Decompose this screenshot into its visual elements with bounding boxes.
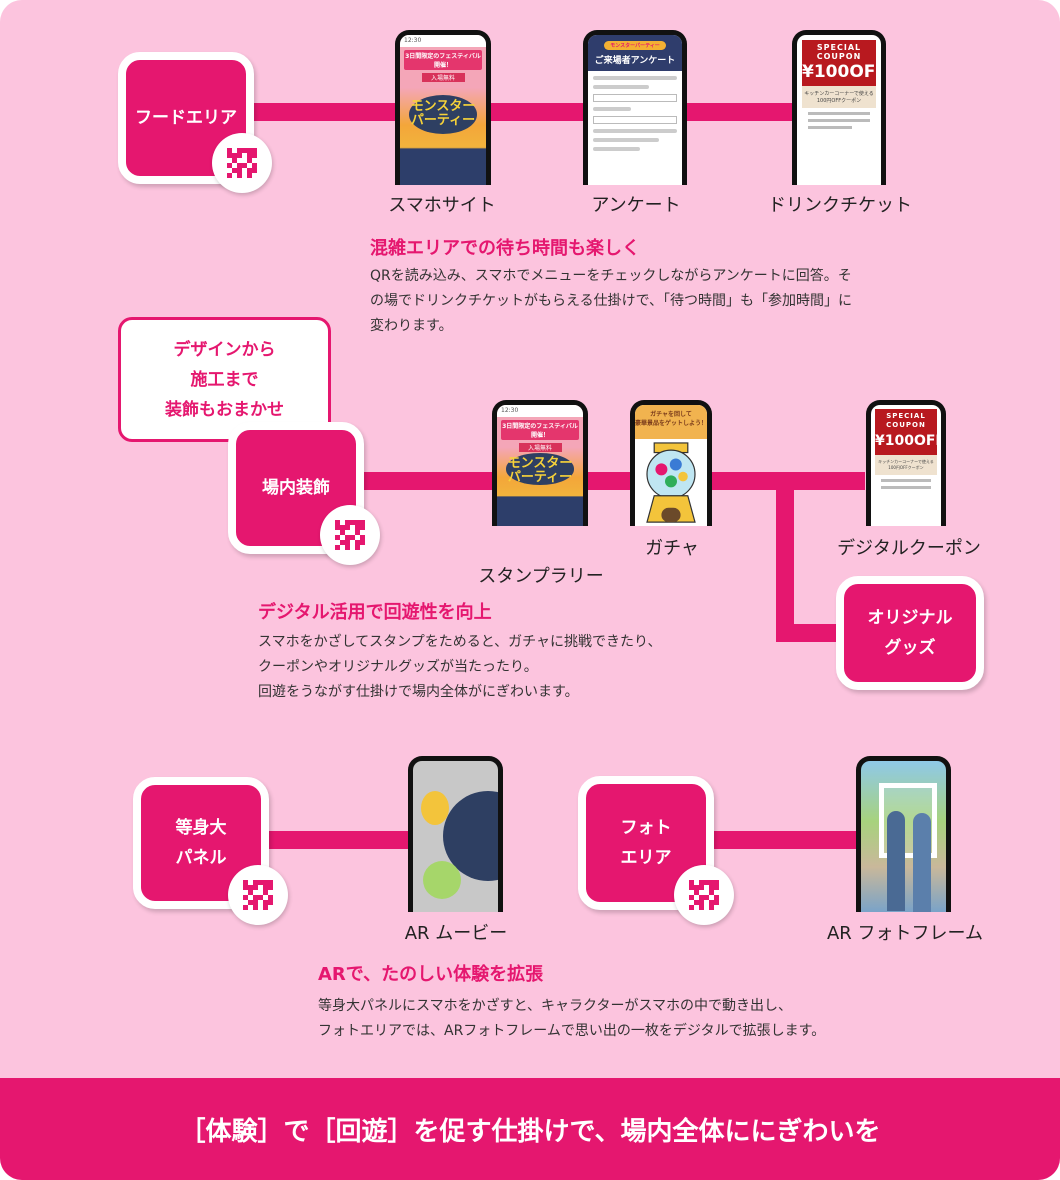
- branch-line: [776, 472, 794, 642]
- connector-line: [260, 831, 412, 849]
- monster-yellow: [421, 791, 449, 825]
- gacha-machine-icon: [646, 442, 696, 523]
- coupon-desc: キッチンカーコーナーで使える 100円OFFクーポン: [802, 86, 876, 108]
- label-ar-movie: AR ムービー: [404, 923, 508, 944]
- section2-text: スマホをかざしてスタンプをためると、ガチャに挑戦できたり、 クーポンやオリジナル…: [258, 634, 662, 700]
- qr-code-icon: [228, 865, 288, 925]
- coupon-special: SPECIAL COUPON: [816, 43, 862, 61]
- site-banner: 3日間限定のフェスティバル開催！: [501, 420, 579, 440]
- design-callout: デザインから 施工まで 装飾もおまかせ: [118, 317, 331, 442]
- section1-heading: 混雑エリアでの待ち時間も楽しく: [370, 238, 640, 259]
- connector-line: [708, 831, 860, 849]
- footer-banner: ［体験］で［回遊］を促す仕掛けで、場内全体ににぎわいを: [0, 1078, 1060, 1180]
- label-smartphone-site: スマホサイト: [388, 195, 496, 216]
- status-bar: 12:30: [400, 35, 486, 47]
- site-tag: 入場無料: [518, 443, 562, 452]
- qr-code-icon: [320, 505, 380, 565]
- site-banner: 3日間限定のフェスティバル開催！: [404, 50, 482, 70]
- food-area-box: フードエリア: [118, 52, 254, 184]
- coupon-desc: キッチンカーコーナーで使える 100円OFFクーポン: [875, 455, 937, 475]
- brand-pill: モンスターパーティー: [604, 40, 666, 50]
- person: [887, 811, 905, 911]
- section3-text: 等身大パネルにスマホをかざすと、キャラクターがスマホの中で動き出し、 フォトエリ…: [318, 998, 826, 1039]
- site-title: モンスター パーティー: [410, 98, 476, 128]
- survey-title: ご来場者アンケート: [594, 55, 676, 66]
- site-tag: 入場無料: [421, 73, 465, 82]
- phone-smartphone-site: 12:30 3日間限定のフェスティバル開催！ 入場無料 モンスター パーティー: [395, 30, 491, 185]
- connector-line: [355, 472, 865, 490]
- label-ar-photo-frame: AR フォトフレーム: [826, 923, 984, 944]
- person: [913, 813, 931, 912]
- connector-line: [250, 103, 860, 121]
- gacha-title: ガチャを回して 豪華景品をゲットしよう！: [635, 405, 707, 439]
- qr-code-icon: [212, 133, 272, 193]
- label-survey: アンケート: [591, 195, 681, 216]
- monster-green: [423, 861, 461, 899]
- qr-code-icon: [674, 865, 734, 925]
- site-title: モンスター パーティー: [507, 456, 573, 486]
- label-digital-coupon: デジタルクーポン: [837, 538, 981, 559]
- branch-line: [776, 624, 846, 642]
- phone-survey: モンスターパーティーご来場者アンケート: [583, 30, 687, 185]
- section1-text: QRを読み込み、スマホでメニューをチェックしながらアンケートに回答。そ の場でド…: [370, 268, 853, 334]
- label-stamp-rally: スタンプラリー: [478, 566, 604, 587]
- monster-circle: [505, 453, 575, 485]
- coupon-off: ¥100OFF!!: [802, 62, 881, 82]
- status-bar: 12:30: [497, 405, 583, 417]
- phone-digital-coupon: SPECIAL COUPON ¥100OFF!! キッチンカーコーナーで使える 1…: [866, 400, 946, 526]
- phone-gacha: ガチャを回して 豪華景品をゲットしよう！: [630, 400, 712, 526]
- coupon-special: SPECIAL COUPON: [886, 412, 926, 429]
- monster-circle: [408, 95, 478, 134]
- label-gacha: ガチャ: [645, 538, 699, 559]
- label-drink-ticket: ドリンクチケット: [768, 195, 912, 216]
- original-goods-box: オリジナル グッズ: [836, 576, 984, 690]
- coupon-off: ¥100OFF!!: [875, 433, 941, 449]
- phone-drink-ticket: SPECIAL COUPON¥100OFF!! キッチンカーコーナーで使える 1…: [792, 30, 886, 185]
- phone-stamp-rally: 12:30 3日間限定のフェスティバル開催！ 入場無料 モンスター パーティー: [492, 400, 588, 526]
- phone-ar-movie: [408, 756, 503, 912]
- section3-heading: ARで、たのしい体験を拡張: [318, 964, 544, 985]
- section2-heading: デジタル活用で回遊性を向上: [258, 602, 492, 623]
- phone-ar-photo-frame: [856, 756, 951, 912]
